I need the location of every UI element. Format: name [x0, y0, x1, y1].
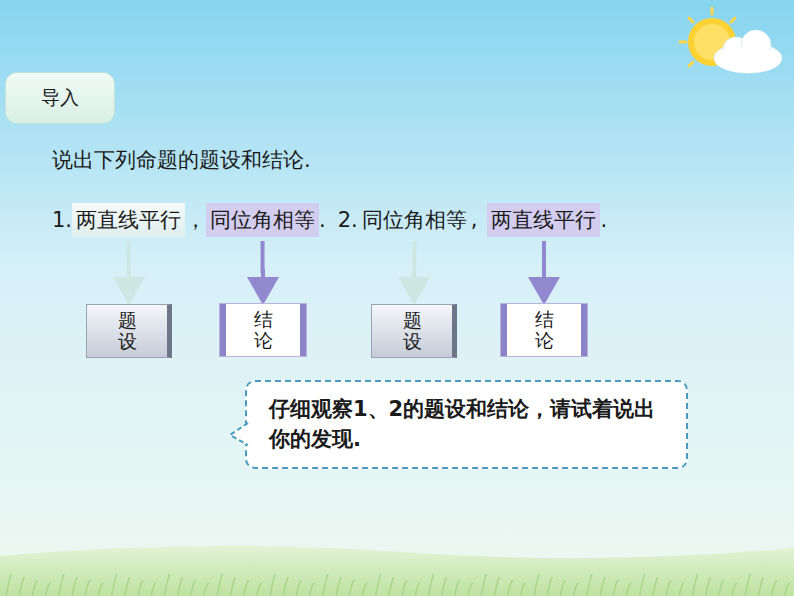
grass-blade	[19, 577, 24, 596]
grass-blade	[310, 583, 315, 596]
grass-blade	[508, 580, 513, 596]
callout-text: 仔细观察1、2的题设和结论，请试着说出你的发现.	[269, 394, 664, 455]
grass-blade	[46, 583, 51, 596]
grass-blade	[772, 580, 777, 596]
grass-blade	[455, 580, 460, 596]
section-tab: 导入	[5, 72, 115, 124]
grass-blade	[521, 583, 526, 596]
grass-blade	[98, 583, 103, 596]
grass-blade	[32, 580, 37, 596]
punctuation: ，	[185, 206, 206, 234]
part-text: 两直线平行	[491, 208, 596, 232]
grass-blade	[389, 577, 394, 596]
proposition-part: 同位角相等	[206, 203, 319, 237]
grass-blade	[244, 580, 249, 596]
grass-blade	[745, 574, 750, 596]
premise-box: 题设	[86, 304, 172, 358]
proposition-part: 两直线平行	[72, 203, 185, 237]
grass-blade	[164, 574, 169, 596]
tab-label: 导入	[41, 85, 79, 111]
grass-blade	[204, 583, 209, 596]
grass-blade	[283, 577, 288, 596]
part-text: 同位角相等	[362, 208, 467, 232]
punctuation: .	[319, 208, 326, 232]
grass-blade	[6, 574, 11, 596]
grass-blade	[270, 574, 275, 596]
grass-blade	[376, 574, 381, 596]
grass-blade	[72, 577, 77, 596]
arrow-connector	[127, 241, 131, 301]
grass-blade	[547, 577, 552, 596]
conclusion-box: 结论	[501, 304, 587, 356]
proposition-row: 1.两直线平行，同位角相等.2.同位角相等,两直线平行.	[52, 203, 607, 237]
grass-blade	[587, 574, 592, 596]
grass-blade	[402, 580, 407, 596]
grass-blade	[679, 583, 684, 596]
arrow-connector	[542, 241, 546, 301]
grass-blade	[178, 577, 183, 596]
grass-blade	[560, 580, 565, 596]
conclusion-box: 结论	[220, 304, 306, 356]
grass-blade	[785, 583, 790, 596]
grass-blade	[692, 574, 697, 596]
grass-blade	[574, 583, 579, 596]
arrow-connector	[261, 241, 265, 301]
speech-callout: 仔细观察1、2的题设和结论，请试着说出你的发现.	[245, 380, 688, 469]
arrow-connector	[412, 241, 416, 301]
grass-blade	[323, 574, 328, 596]
grass-blade	[653, 577, 658, 596]
proposition-part: 同位角相等	[358, 203, 471, 237]
premise-box: 题设	[371, 304, 457, 358]
grass-blade	[415, 583, 420, 596]
grass-blade	[230, 577, 235, 596]
grass-blade	[151, 583, 156, 596]
grass-blade	[534, 574, 539, 596]
grass-blade	[600, 577, 605, 596]
instruction-text: 说出下列命题的题设和结论.	[52, 146, 311, 174]
box-label: 结论	[254, 309, 273, 351]
grass-blade	[626, 583, 631, 596]
grass-blade	[719, 580, 724, 596]
grass-blade	[257, 583, 262, 596]
grass-blade	[362, 583, 367, 596]
grass-blade	[85, 580, 90, 596]
box-label: 题设	[118, 310, 137, 352]
box-label: 题设	[403, 310, 422, 352]
grass-blade	[349, 580, 354, 596]
grass-blade	[428, 574, 433, 596]
punctuation: .	[600, 208, 607, 232]
grass-blade	[640, 574, 645, 596]
grass-blade	[481, 574, 486, 596]
part-text: 两直线平行	[76, 208, 181, 232]
grass-blade	[442, 577, 447, 596]
part-text: 同位角相等	[210, 208, 315, 232]
grass-blade	[706, 577, 711, 596]
callout-tail	[227, 420, 251, 450]
grass-blade	[468, 583, 473, 596]
punctuation: 2.	[338, 208, 358, 232]
grass-blade	[296, 580, 301, 596]
cloud	[714, 30, 782, 73]
punctuation: ,	[471, 208, 478, 232]
grass-blade	[125, 577, 130, 596]
grass-blade	[732, 583, 737, 596]
box-label: 结论	[535, 309, 554, 351]
proposition-part: 两直线平行	[487, 203, 600, 237]
grass-blade	[613, 580, 618, 596]
grass-blade	[336, 577, 341, 596]
grass-blade	[112, 574, 117, 596]
grass-blade	[666, 580, 671, 596]
punctuation: 1.	[52, 208, 72, 232]
grass-blade	[217, 574, 222, 596]
grass-blade	[59, 574, 64, 596]
grass-blade	[494, 577, 499, 596]
grass-blade	[191, 580, 196, 596]
grass-blade	[138, 580, 143, 596]
grass-blade	[758, 577, 763, 596]
